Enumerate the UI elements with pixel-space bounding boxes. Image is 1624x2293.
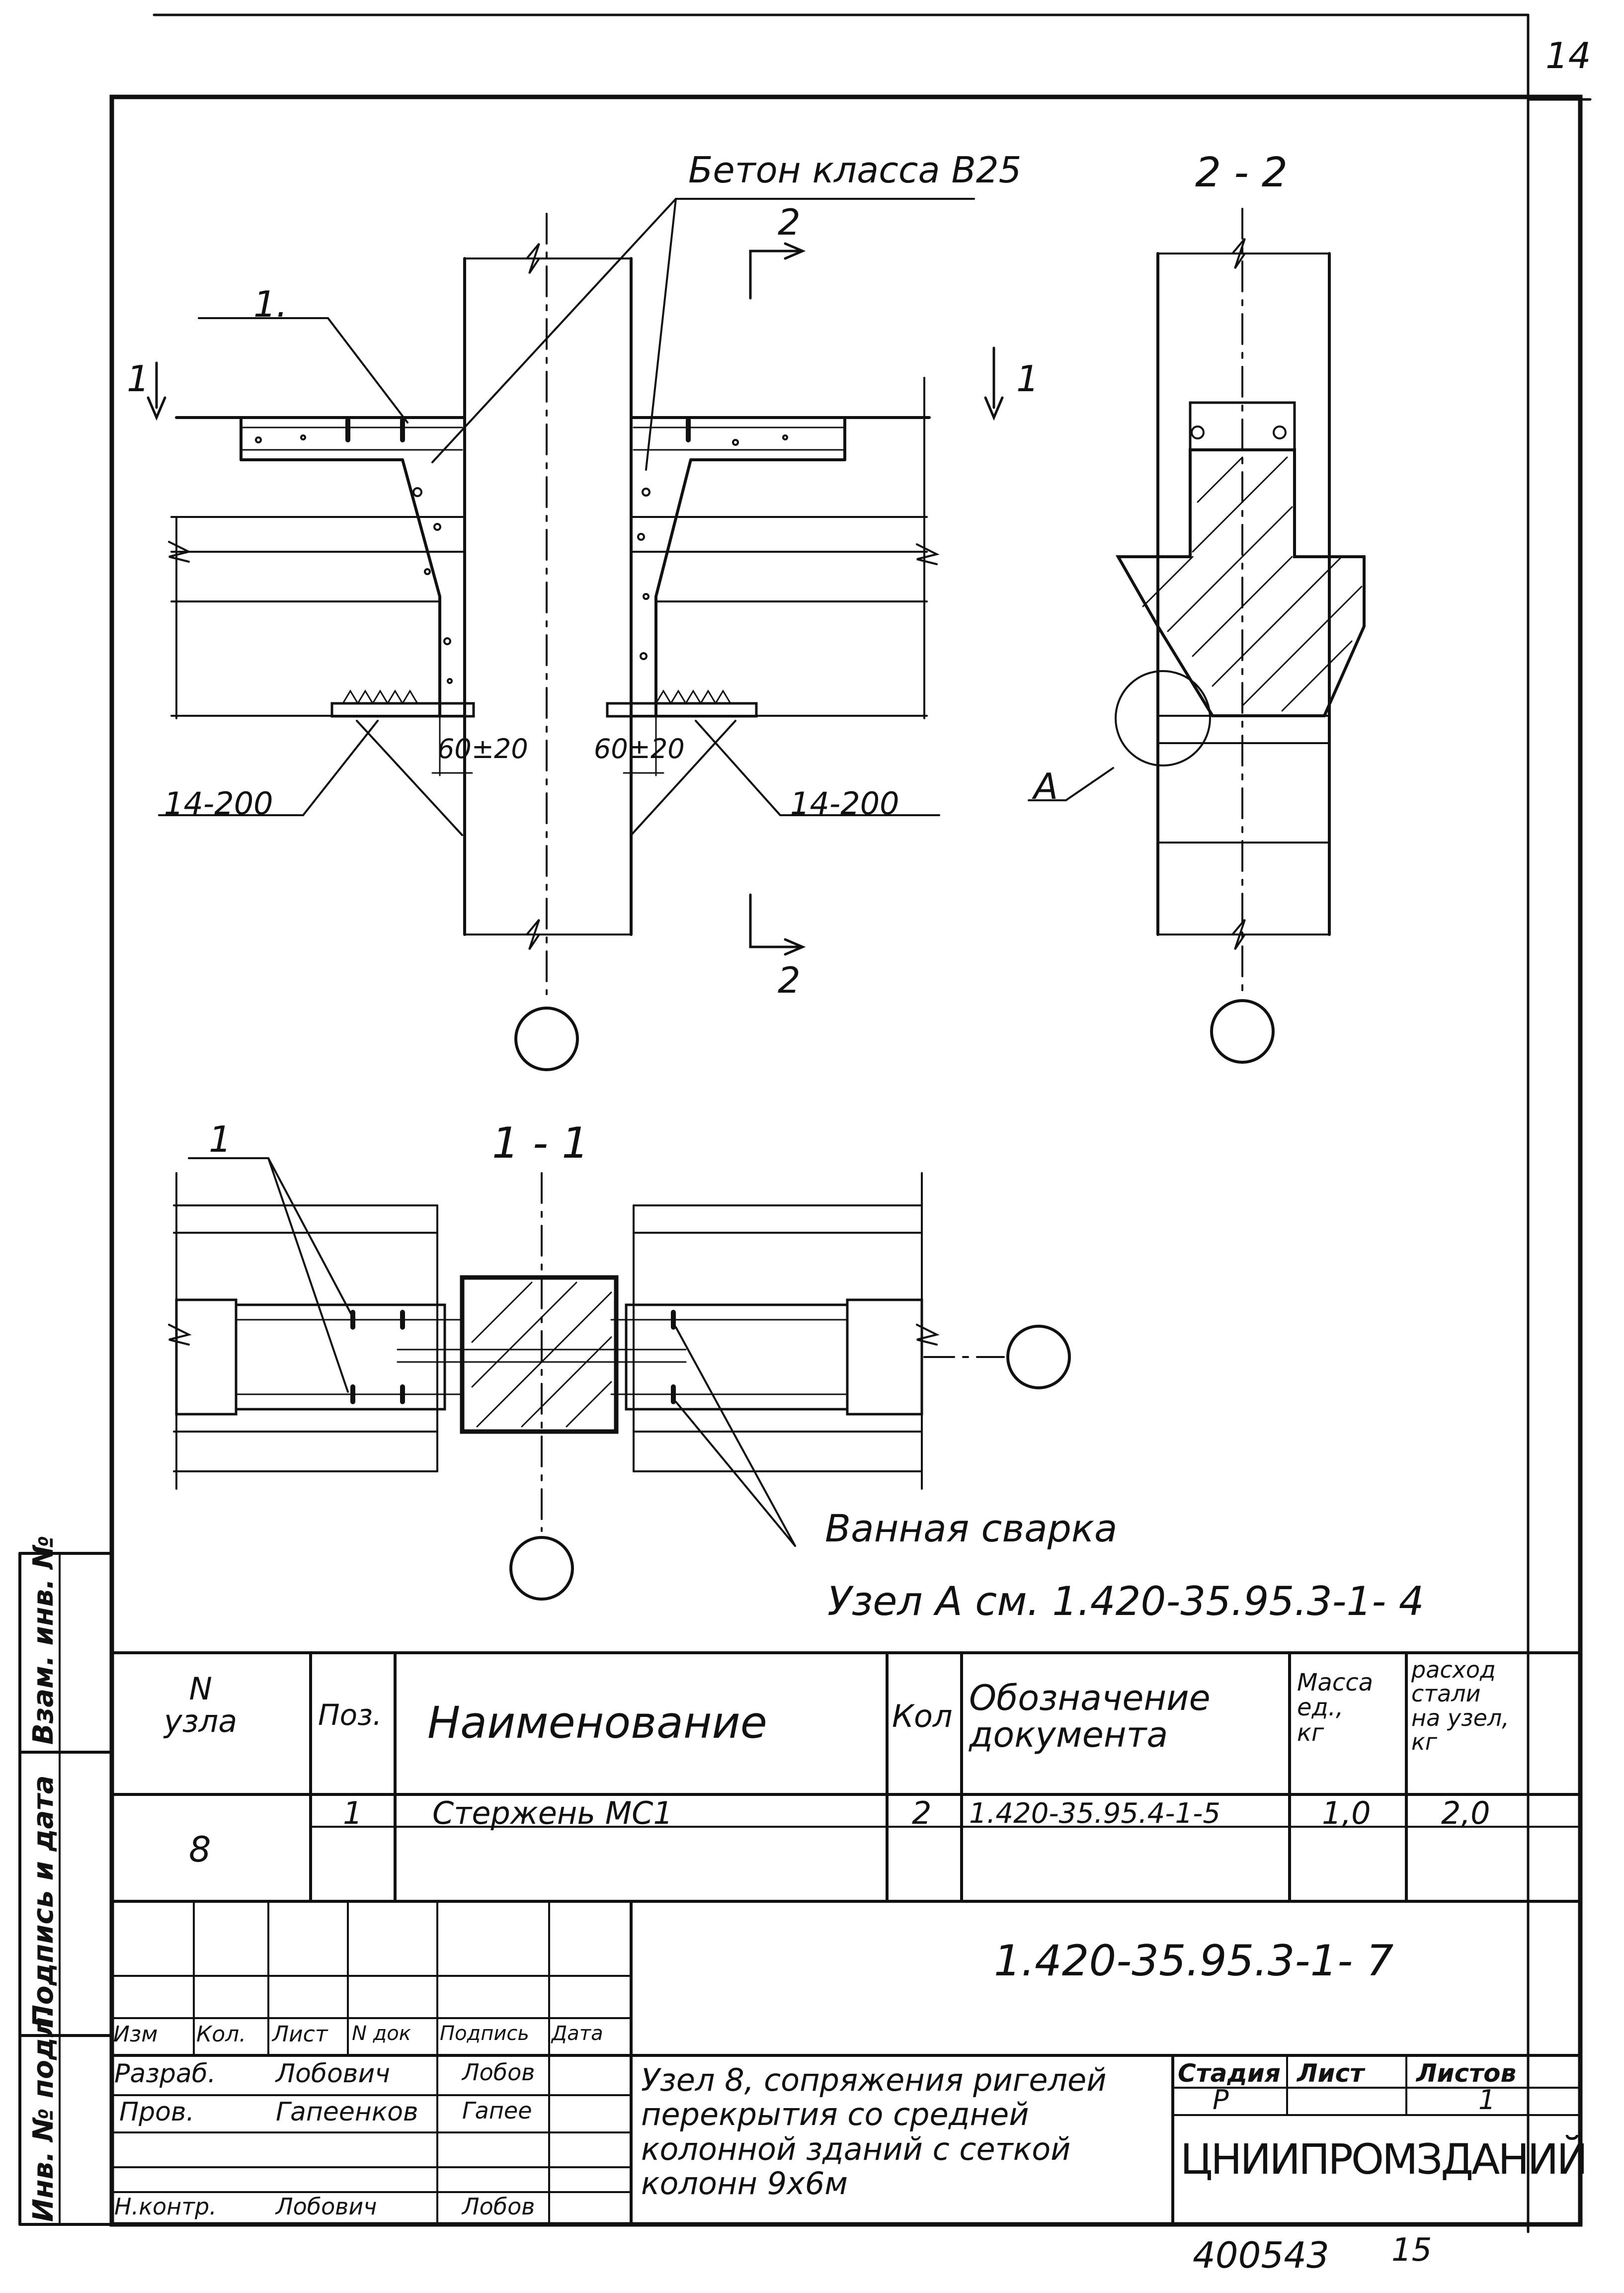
th-doc: Обозначение документа	[969, 1678, 1211, 1755]
mesh-left-label: 14-200	[164, 785, 273, 822]
signature-norm-control: Лобов	[462, 2193, 535, 2220]
signature-checker: Гапее	[462, 2097, 532, 2124]
col-ndok: N док	[352, 2022, 411, 2045]
row-mass: 1,0	[1322, 1795, 1371, 1831]
name-norm-control: Лобович	[276, 2193, 377, 2220]
title-block-grid	[110, 1900, 1582, 2226]
sheet-frame	[109, 13, 1592, 2233]
col-date: Дата	[552, 2022, 603, 2045]
position-1-label: 1.	[253, 283, 288, 325]
role-norm-control: Н.контр.	[114, 2193, 217, 2220]
sheets-value: 1	[1478, 2084, 1496, 2116]
side-stamp-grid	[18, 1552, 113, 2226]
row-node: 8	[189, 1829, 211, 1870]
th-pos: Поз.	[318, 1698, 382, 1732]
weld-label: Ванная сварка	[825, 1506, 1118, 1550]
side-inv-no: Инв. № подл.	[27, 2006, 60, 2222]
section-2-2	[1028, 208, 1366, 1064]
th-node: N узла	[164, 1671, 238, 1740]
organization-name: ЦНИИПРОМЗДАНИЙ	[1180, 2135, 1588, 2184]
sheets-header: Листов	[1416, 2059, 1517, 2088]
bottom-page-number: 15	[1391, 2232, 1432, 2269]
th-name: Наименование	[427, 1697, 767, 1748]
role-checker: Пров.	[119, 2097, 195, 2127]
th-qty: Кол	[892, 1698, 953, 1734]
dimension-left: 60±20	[437, 733, 528, 764]
stage-value: Р	[1213, 2084, 1229, 2116]
name-checker: Гапеенков	[276, 2097, 418, 2127]
col-sign: Подпись	[440, 2022, 529, 2045]
elevation-view	[147, 198, 1004, 1071]
col-kol: Кол.	[196, 2022, 246, 2047]
mesh-right-label: 14-200	[790, 785, 899, 822]
role-developer: Разраб.	[114, 2059, 216, 2089]
section-1-1-title: 1 - 1	[492, 1118, 589, 1168]
stage-header: Стадия	[1178, 2059, 1281, 2088]
name-developer: Лобович	[276, 2059, 390, 2089]
node-reference: Узел А см. 1.420-35.95.3-1- 4	[827, 1578, 1424, 1624]
spec-table-grid	[110, 1651, 1582, 1903]
side-replaced: Взам. инв. №	[27, 1535, 60, 1745]
cut-2-bottom-label: 2	[778, 959, 801, 1001]
row-name: Стержень МС1	[432, 1795, 673, 1831]
row-doc: 1.420-35.95.4-1-5	[969, 1797, 1220, 1830]
node-title: Узел 8, сопряжения ригелей перекрытия со…	[641, 2062, 1107, 2202]
col-list: Лист	[272, 2022, 328, 2047]
node-a-label: А	[1034, 765, 1058, 807]
cut-1-right-label: 1	[1016, 358, 1039, 400]
concrete-label: Бетон класса В25	[688, 149, 1022, 191]
row-pos: 1	[343, 1795, 363, 1831]
cut-1-left-label: 1	[127, 358, 150, 400]
row-steel: 2,0	[1441, 1795, 1490, 1831]
signature-developer: Лобов	[462, 2059, 535, 2086]
sheet-number: 14	[1545, 35, 1591, 77]
doc-code: 1.420-35.95.3-1- 7	[994, 1936, 1394, 1986]
col-izm: Изм	[113, 2022, 158, 2047]
dimension-right: 60±20	[594, 733, 685, 764]
cut-2-top-label: 2	[778, 201, 801, 243]
th-mass: Масса ед., кг	[1297, 1669, 1374, 1747]
section-2-2-title: 2 - 2	[1195, 149, 1288, 196]
sheet-header: Лист	[1297, 2059, 1365, 2088]
th-steel: расход стали на узел, кг	[1411, 1656, 1509, 1755]
plan-position-1-label: 1	[209, 1118, 232, 1160]
section-1-1	[168, 1157, 1071, 1601]
row-qty: 2	[912, 1795, 932, 1831]
bottom-code: 400543	[1193, 2234, 1329, 2276]
side-sign-date: Подпись и дата	[27, 1775, 60, 2028]
